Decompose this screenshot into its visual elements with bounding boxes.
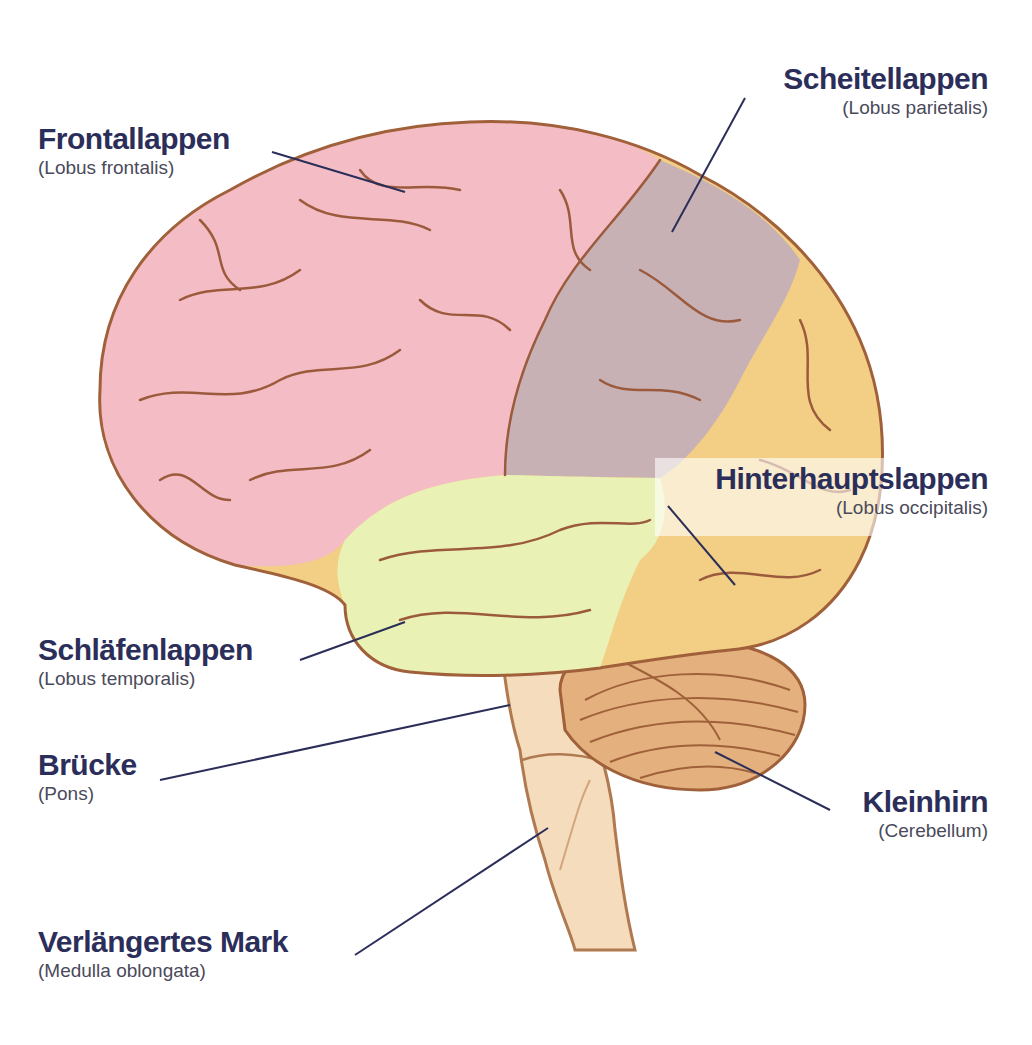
- label-group: Brücke(Pons): [38, 748, 137, 806]
- leader-lines: [160, 98, 830, 955]
- part-name: Brücke: [38, 748, 137, 782]
- part-name: Frontallappen: [38, 122, 230, 156]
- latin-name: (Pons): [38, 782, 137, 806]
- label-group: Frontallappen(Lobus frontalis): [38, 122, 230, 180]
- cerebellum-folia: [580, 660, 798, 778]
- part-name: Kleinhirn: [862, 785, 988, 819]
- label-group: Hinterhauptslappen(Lobus occipitalis): [715, 462, 988, 520]
- latin-name: (Lobus parietalis): [783, 96, 988, 120]
- latin-name: (Lobus occipitalis): [715, 496, 988, 520]
- latin-name: (Cerebellum): [862, 819, 988, 843]
- occipital-lobe: [100, 122, 883, 676]
- part-name: Verlängertes Mark: [38, 925, 288, 959]
- part-name: Hinterhauptslappen: [715, 462, 988, 496]
- label-group: Schläfenlappen(Lobus temporalis): [38, 633, 253, 691]
- parietal-lobe: [505, 160, 800, 478]
- part-name: Schläfenlappen: [38, 633, 253, 667]
- temporal-lobe: [338, 475, 665, 675]
- latin-name: (Lobus temporalis): [38, 667, 253, 691]
- latin-name: (Medulla oblongata): [38, 959, 288, 983]
- label-group: Kleinhirn(Cerebellum): [862, 785, 988, 843]
- gyri: [140, 160, 850, 620]
- label-group: Scheitellappen(Lobus parietalis): [783, 62, 988, 120]
- medulla-groove: [560, 780, 590, 870]
- cerebrum-outline: [100, 122, 883, 676]
- label-patch: [655, 458, 995, 536]
- label-group: Verlängertes Mark(Medulla oblongata): [38, 925, 288, 983]
- part-name: Scheitellappen: [783, 62, 988, 96]
- latin-name: (Lobus frontalis): [38, 156, 230, 180]
